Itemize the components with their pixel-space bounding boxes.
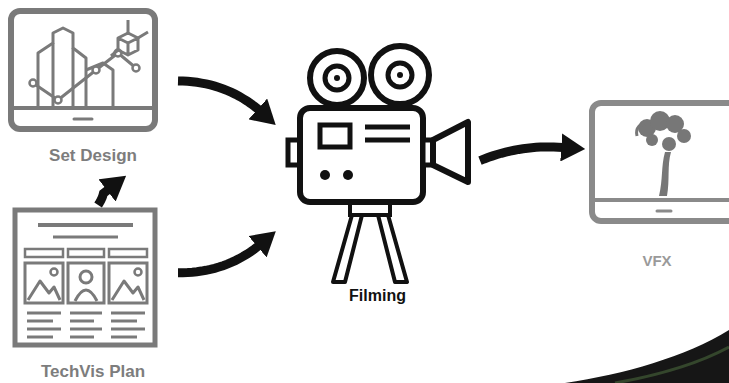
camera-body bbox=[300, 108, 423, 202]
axis-symbol bbox=[111, 20, 148, 56]
reel-center bbox=[334, 75, 340, 81]
heading-line bbox=[38, 223, 133, 227]
camera-detail bbox=[365, 125, 410, 130]
text-line bbox=[27, 328, 61, 331]
text-line bbox=[70, 312, 102, 315]
network-dot bbox=[30, 80, 37, 87]
monitor-chin bbox=[11, 106, 155, 110]
camera-button bbox=[320, 170, 330, 180]
network-dot bbox=[55, 97, 62, 104]
camera-lens bbox=[433, 122, 468, 182]
flow-arrow bbox=[98, 189, 109, 205]
text-line bbox=[27, 320, 53, 323]
person-body bbox=[75, 290, 97, 301]
picture-frame bbox=[25, 263, 63, 303]
smoke-cloud bbox=[646, 134, 658, 146]
network-line bbox=[33, 53, 136, 100]
camera-detail bbox=[365, 138, 410, 143]
flow-arrow bbox=[178, 245, 259, 272]
text-line bbox=[70, 328, 102, 331]
monitor-button bbox=[657, 210, 671, 213]
text-line bbox=[111, 328, 145, 331]
document-frame bbox=[15, 210, 155, 345]
process-node: Filming bbox=[275, 40, 480, 308]
header-bar bbox=[109, 249, 147, 257]
node-icon bbox=[8, 205, 178, 362]
process-node: VFX bbox=[585, 100, 729, 275]
sun-symbol bbox=[135, 269, 142, 276]
process-node: Set Design bbox=[8, 8, 178, 170]
text-line bbox=[53, 236, 118, 239]
node-label: Set Design bbox=[8, 146, 178, 166]
process-node: TechVis Plan bbox=[8, 205, 178, 383]
smoke-curl bbox=[637, 125, 645, 136]
text-line bbox=[111, 312, 145, 315]
film-reel bbox=[371, 46, 429, 104]
picture-frame bbox=[109, 263, 147, 303]
text-line bbox=[111, 320, 137, 323]
node-label: Filming bbox=[275, 286, 480, 305]
mountain-symbol bbox=[28, 281, 60, 300]
network-dot bbox=[93, 67, 100, 74]
reel-hub bbox=[388, 63, 412, 87]
text-line bbox=[111, 336, 137, 339]
picture-frame bbox=[68, 263, 104, 303]
network-dot bbox=[133, 65, 140, 72]
smoke-cloud bbox=[677, 129, 691, 143]
cube-symbol bbox=[118, 33, 138, 55]
tripod-leg bbox=[333, 215, 362, 282]
reel-center bbox=[397, 72, 403, 78]
flow-arrow bbox=[178, 81, 259, 110]
person-head bbox=[80, 271, 92, 283]
monitor-frame bbox=[11, 11, 155, 129]
text-line bbox=[27, 312, 61, 315]
header-bar bbox=[25, 249, 63, 257]
smoke-cloud bbox=[662, 137, 676, 151]
camera-button bbox=[343, 170, 353, 180]
smoke-stem bbox=[659, 152, 671, 196]
film-reel bbox=[310, 51, 364, 105]
text-line bbox=[70, 320, 94, 323]
node-icon bbox=[8, 8, 178, 146]
node-icon bbox=[275, 40, 480, 286]
text-line bbox=[27, 336, 53, 339]
reel-hub bbox=[325, 66, 349, 90]
header-bar bbox=[68, 249, 104, 257]
node-icon bbox=[585, 100, 729, 252]
flow-arrow bbox=[480, 147, 563, 161]
monitor-button bbox=[74, 118, 92, 121]
building-outline bbox=[53, 43, 113, 108]
monitor-frame bbox=[592, 103, 729, 221]
text-line bbox=[70, 336, 94, 339]
swoosh-highlight bbox=[615, 347, 729, 383]
tripod-leg bbox=[378, 215, 407, 282]
mountain-symbol bbox=[112, 281, 144, 300]
node-label: TechVis Plan bbox=[8, 362, 178, 382]
node-label: VFX bbox=[585, 252, 729, 270]
monitor-chin bbox=[592, 198, 729, 202]
sun-symbol bbox=[51, 269, 58, 276]
corner-swoosh bbox=[565, 330, 729, 383]
camera-screen bbox=[320, 125, 350, 147]
